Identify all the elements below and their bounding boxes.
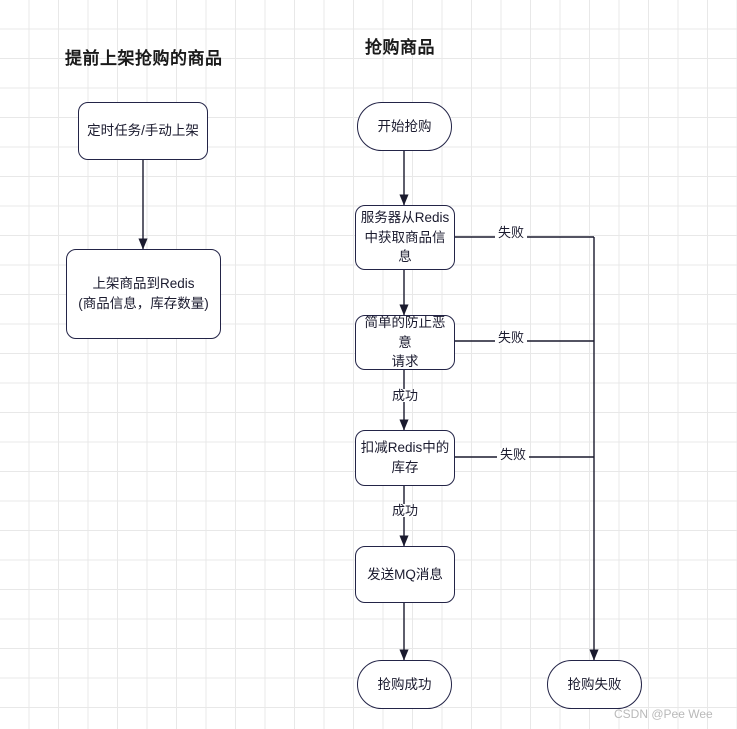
node-start-flash-sale[interactable]: 开始抢购 (357, 102, 452, 151)
node-line: 开始抢购 (377, 118, 432, 134)
edge-label-success-1: 成功 (389, 389, 422, 402)
node-server-get-product-from-redis[interactable]: 服务器从Redis 中获取商品信息 (355, 205, 455, 270)
node-line: 发送MQ消息 (367, 566, 443, 582)
node-line: 服务器从Redis (360, 210, 450, 226)
node-line: 请求 (391, 354, 419, 370)
node-line: 扣减Redis中的 (360, 440, 450, 456)
node-flash-sale-success[interactable]: 抢购成功 (357, 660, 452, 709)
column-title-left: 提前上架抢购的商品 (65, 49, 223, 68)
node-simple-anti-malicious-request[interactable]: 简单的防止恶意 请求 (355, 315, 455, 370)
node-send-mq-message[interactable]: 发送MQ消息 (355, 546, 455, 603)
node-flash-sale-failure[interactable]: 抢购失败 (547, 660, 642, 709)
node-line: 库存 (391, 460, 419, 475)
edge-label-fail-1: 失败 (495, 226, 528, 239)
edge-label-fail-2: 失败 (495, 331, 528, 344)
node-list-product-to-redis[interactable]: 上架商品到Redis (商品信息，库存数量) (66, 249, 221, 339)
node-line: (商品信息，库存数量) (78, 296, 209, 311)
node-line: 定时任务/手动上架 (87, 123, 199, 139)
watermark: CSDN @Pee Wee (614, 707, 713, 721)
column-title-right: 抢购商品 (365, 38, 435, 57)
edge-label-success-2: 成功 (389, 504, 422, 517)
node-line: 中获取商品信息 (364, 229, 446, 265)
edge-label-fail-3: 失败 (497, 448, 530, 461)
node-line: 上架商品到Redis (92, 276, 195, 292)
node-line: 抢购失败 (567, 676, 622, 692)
node-line: 抢购成功 (377, 676, 432, 692)
node-deduct-redis-stock[interactable]: 扣减Redis中的 库存 (355, 430, 455, 486)
node-scheduled-or-manual-listing[interactable]: 定时任务/手动上架 (78, 102, 208, 160)
node-line: 简单的防止恶意 (364, 315, 446, 350)
